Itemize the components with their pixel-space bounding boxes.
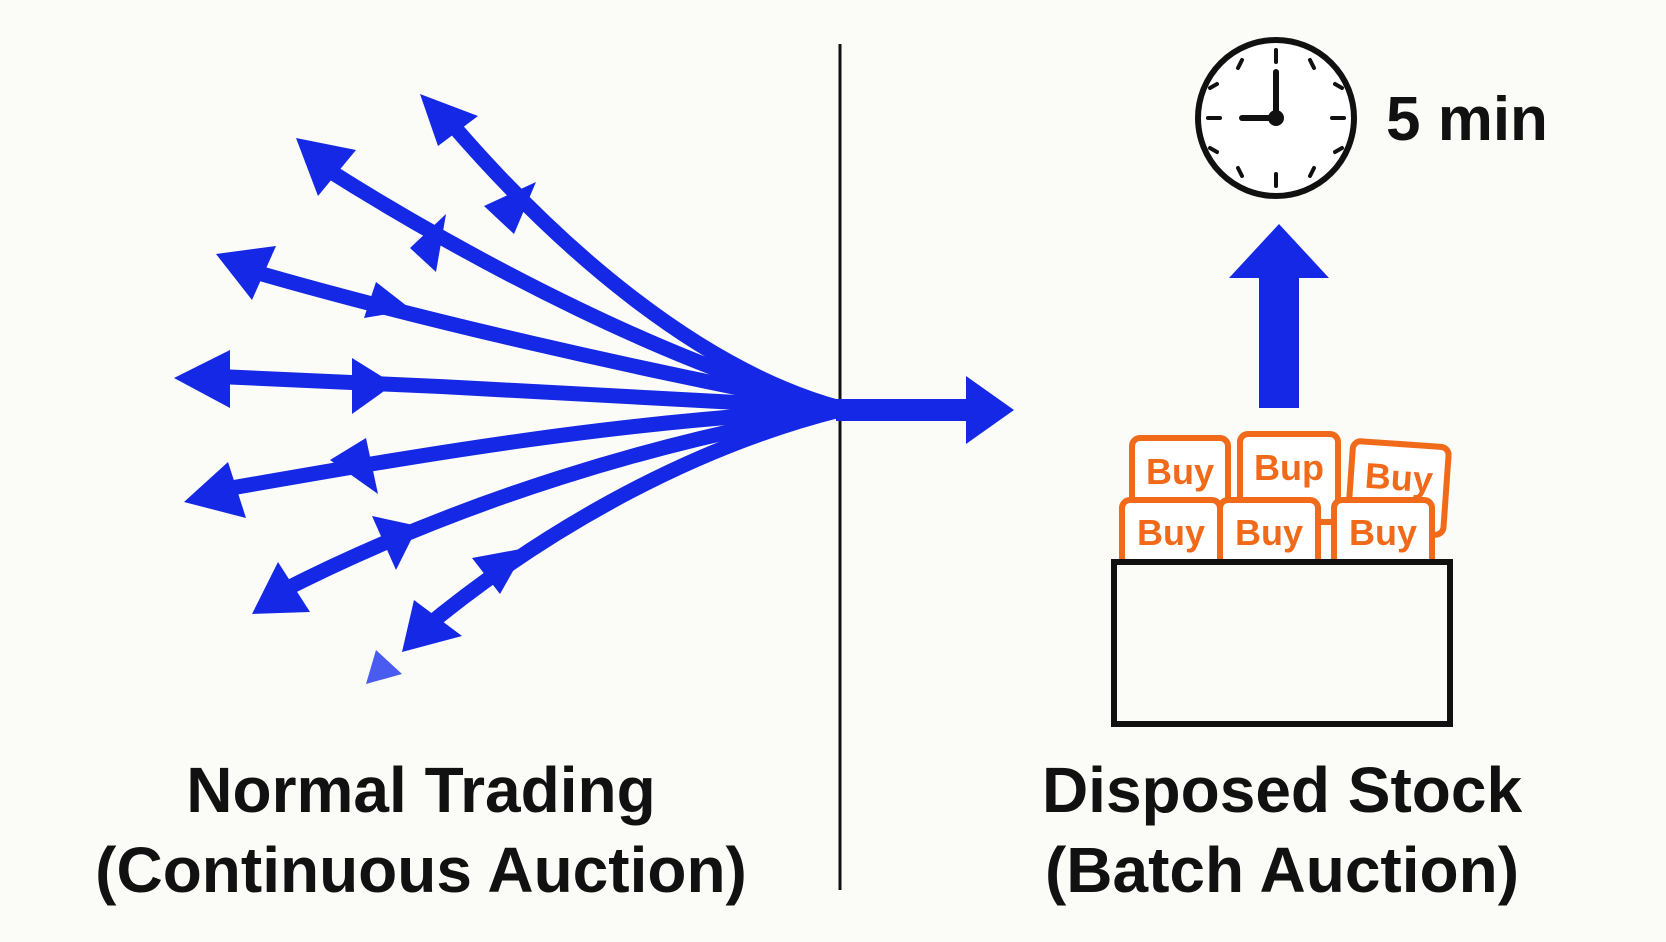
order-card-label: Buy — [1146, 451, 1214, 492]
arrow-path-6 — [272, 402, 848, 600]
left-title-line2: (Continuous Auction) — [95, 834, 747, 906]
main-arrow-head — [966, 376, 1014, 444]
continuous-arrows — [200, 114, 848, 640]
left-title-line1: Normal Trading — [186, 754, 655, 826]
arrow-up-icon — [1229, 224, 1329, 408]
main-arrow — [836, 376, 1014, 444]
arrowhead-1 — [420, 94, 478, 146]
mid-arrowhead-6 — [372, 516, 418, 570]
arrow-path-4 — [200, 368, 848, 416]
arrow-path-3 — [240, 262, 848, 416]
order-card-label: Buy — [1349, 512, 1417, 553]
arrowhead-2 — [296, 138, 356, 196]
mid-arrowhead-2 — [410, 214, 446, 272]
mid-arrowhead-3 — [364, 282, 412, 318]
right-title-line1: Disposed Stock — [1042, 754, 1523, 826]
order-card-label: Buy — [1137, 512, 1205, 553]
order-card-label: Buy — [1364, 455, 1435, 501]
arrowhead-4 — [174, 350, 230, 408]
mid-arrowheads — [330, 182, 536, 594]
arrow-path-7 — [412, 402, 848, 640]
order-card-label: Bup — [1254, 447, 1324, 488]
mid-arrowhead-4 — [352, 358, 394, 414]
mid-arrowhead-1 — [484, 182, 536, 234]
arrowhead-6 — [252, 562, 310, 614]
mid-arrowhead-7 — [472, 548, 526, 594]
arrowhead-faded — [366, 650, 402, 684]
arrowhead-3 — [216, 246, 276, 300]
clock-icon — [1195, 37, 1357, 199]
order-card-label: Buy — [1235, 512, 1303, 553]
arrowhead-5 — [184, 462, 246, 518]
outer-arrowheads — [174, 94, 478, 684]
arrow-path-5 — [212, 402, 848, 498]
mid-arrowhead-5 — [330, 438, 378, 494]
timer-label: 5 min — [1386, 85, 1548, 154]
right-title-line2: (Batch Auction) — [1045, 834, 1519, 906]
batch-box — [1111, 559, 1453, 727]
arrowhead-7 — [402, 600, 462, 652]
